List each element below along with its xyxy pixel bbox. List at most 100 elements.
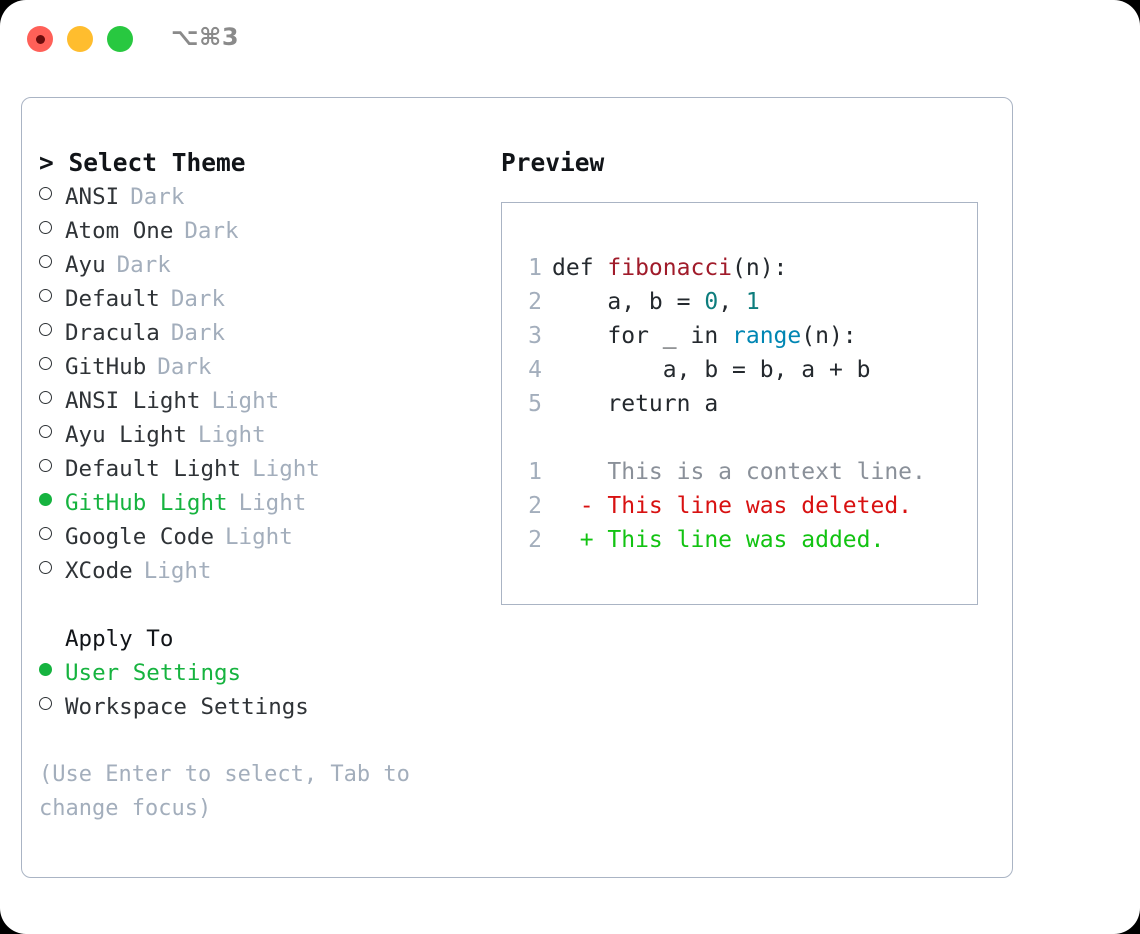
radio-unselected-icon	[39, 323, 52, 336]
close-button[interactable]	[27, 26, 53, 52]
spacer	[39, 588, 469, 622]
theme-option-label: GitHub	[65, 354, 147, 380]
window-controls	[27, 26, 133, 52]
code-token-num: 1	[745, 289, 760, 315]
theme-option-label: Default Light	[65, 456, 242, 482]
theme-variant-tag: Dark	[170, 320, 226, 346]
diff-line-context: 1 This is a context line.	[516, 455, 926, 489]
theme-option-ayu[interactable]: Ayu Dark	[39, 248, 469, 282]
code-token-func: fibonacci	[607, 255, 733, 281]
theme-variant-tag: Light	[143, 558, 212, 584]
line-number: 2	[528, 527, 542, 553]
theme-variant-tag: Dark	[170, 286, 226, 312]
theme-option-label: Default	[65, 286, 160, 312]
diff-line-text: This is a context line.	[552, 459, 926, 485]
diff-line-deleted: 2 - This line was deleted.	[516, 489, 926, 523]
code-token-num: 0	[704, 289, 719, 315]
code-token-plain: (n):	[801, 323, 857, 349]
theme-variant-tag: Dark	[157, 354, 212, 380]
line-number: 5	[528, 391, 542, 417]
theme-option-label: ANSI	[65, 184, 120, 210]
code-token-plain: for _ in	[552, 323, 733, 349]
theme-option-label: Atom One	[65, 218, 174, 244]
theme-option-default[interactable]: Default Dark	[39, 282, 469, 316]
diff-line-added: 2 + This line was added.	[516, 523, 926, 557]
code-line: 4 a, b = b, a + b	[516, 353, 926, 387]
radio-selected-icon	[39, 493, 52, 506]
theme-variant-tag: Light	[211, 388, 280, 414]
theme-option-ansi[interactable]: ANSI Dark	[39, 180, 469, 214]
blank-line	[516, 421, 926, 455]
zoom-button[interactable]	[107, 26, 133, 52]
theme-variant-tag: Dark	[184, 218, 239, 244]
radio-unselected-icon	[39, 697, 52, 710]
theme-option-default-light[interactable]: Default Light Light	[39, 452, 469, 486]
theme-option-label: Ayu	[65, 252, 106, 278]
code-token-plain: a, b = b, a + b	[552, 357, 871, 383]
code-token-plain: ,	[718, 289, 746, 315]
line-number: 4	[528, 357, 542, 383]
theme-option-github-light[interactable]: GitHub Light Light	[39, 486, 469, 520]
code-line: 3 for _ in range(n):	[516, 319, 926, 353]
theme-variant-tag: Dark	[130, 184, 185, 210]
minimize-button[interactable]	[67, 26, 93, 52]
theme-option-label: XCode	[65, 558, 133, 584]
code-token-plain: a, b =	[552, 289, 705, 315]
theme-option-label: Dracula	[65, 320, 160, 346]
code-token-builtin: range	[732, 323, 802, 349]
radio-selected-icon	[39, 663, 52, 676]
diff-line-text: - This line was deleted.	[552, 493, 913, 519]
radio-unselected-icon	[39, 357, 52, 370]
title-bar: ⌥⌘3	[0, 0, 1140, 78]
theme-option-label: ANSI Light	[65, 388, 201, 414]
apply-to-option-workspace-settings[interactable]: Workspace Settings	[39, 690, 469, 724]
code-token-plain: (n):	[732, 255, 788, 281]
radio-unselected-icon	[39, 187, 52, 200]
theme-variant-tag: Light	[252, 456, 320, 482]
apply-to-option-label: User Settings	[65, 660, 242, 686]
apply-to-header: Apply To	[65, 626, 174, 652]
theme-option-dracula[interactable]: Dracula Dark	[39, 316, 469, 350]
theme-variant-tag: Light	[238, 490, 307, 516]
radio-unselected-icon	[39, 221, 52, 234]
theme-variant-tag: Dark	[116, 252, 171, 278]
theme-variant-tag: Light	[197, 422, 266, 448]
apply-to-option-label: Workspace Settings	[65, 694, 309, 720]
keyboard-hint-text: (Use Enter to select, Tab to change focu…	[39, 762, 410, 821]
apply-to-option-user-settings[interactable]: User Settings	[39, 656, 469, 690]
preview-header: Preview	[501, 148, 605, 177]
theme-option-xcode[interactable]: XCode Light	[39, 554, 469, 588]
radio-unselected-icon	[39, 561, 52, 574]
code-line: 5 return a	[516, 387, 926, 421]
theme-option-ansi-light[interactable]: ANSI Light Light	[39, 384, 469, 418]
radio-unselected-icon	[39, 289, 52, 302]
line-number: 1	[528, 255, 542, 281]
theme-option-label: GitHub Light	[65, 490, 228, 516]
code-token-plain: def	[552, 255, 608, 281]
select-theme-header: > Select Theme	[39, 148, 246, 177]
code-line: 2 a, b = 0, 1	[516, 285, 926, 319]
radio-unselected-icon	[39, 459, 52, 472]
radio-unselected-icon	[39, 255, 52, 268]
code-line: 1 def fibonacci(n):	[516, 251, 926, 285]
diff-line-text: + This line was added.	[552, 527, 885, 553]
radio-unselected-icon	[39, 425, 52, 438]
keyboard-shortcut-label: ⌥⌘3	[171, 23, 240, 51]
line-number: 1	[528, 459, 542, 485]
line-number: 2	[528, 493, 542, 519]
radio-unselected-icon	[39, 527, 52, 540]
radio-unselected-icon	[39, 391, 52, 404]
theme-option-github[interactable]: GitHub Dark	[39, 350, 469, 384]
theme-option-atom-one[interactable]: Atom One Dark	[39, 214, 469, 248]
theme-variant-tag: Light	[225, 524, 293, 550]
